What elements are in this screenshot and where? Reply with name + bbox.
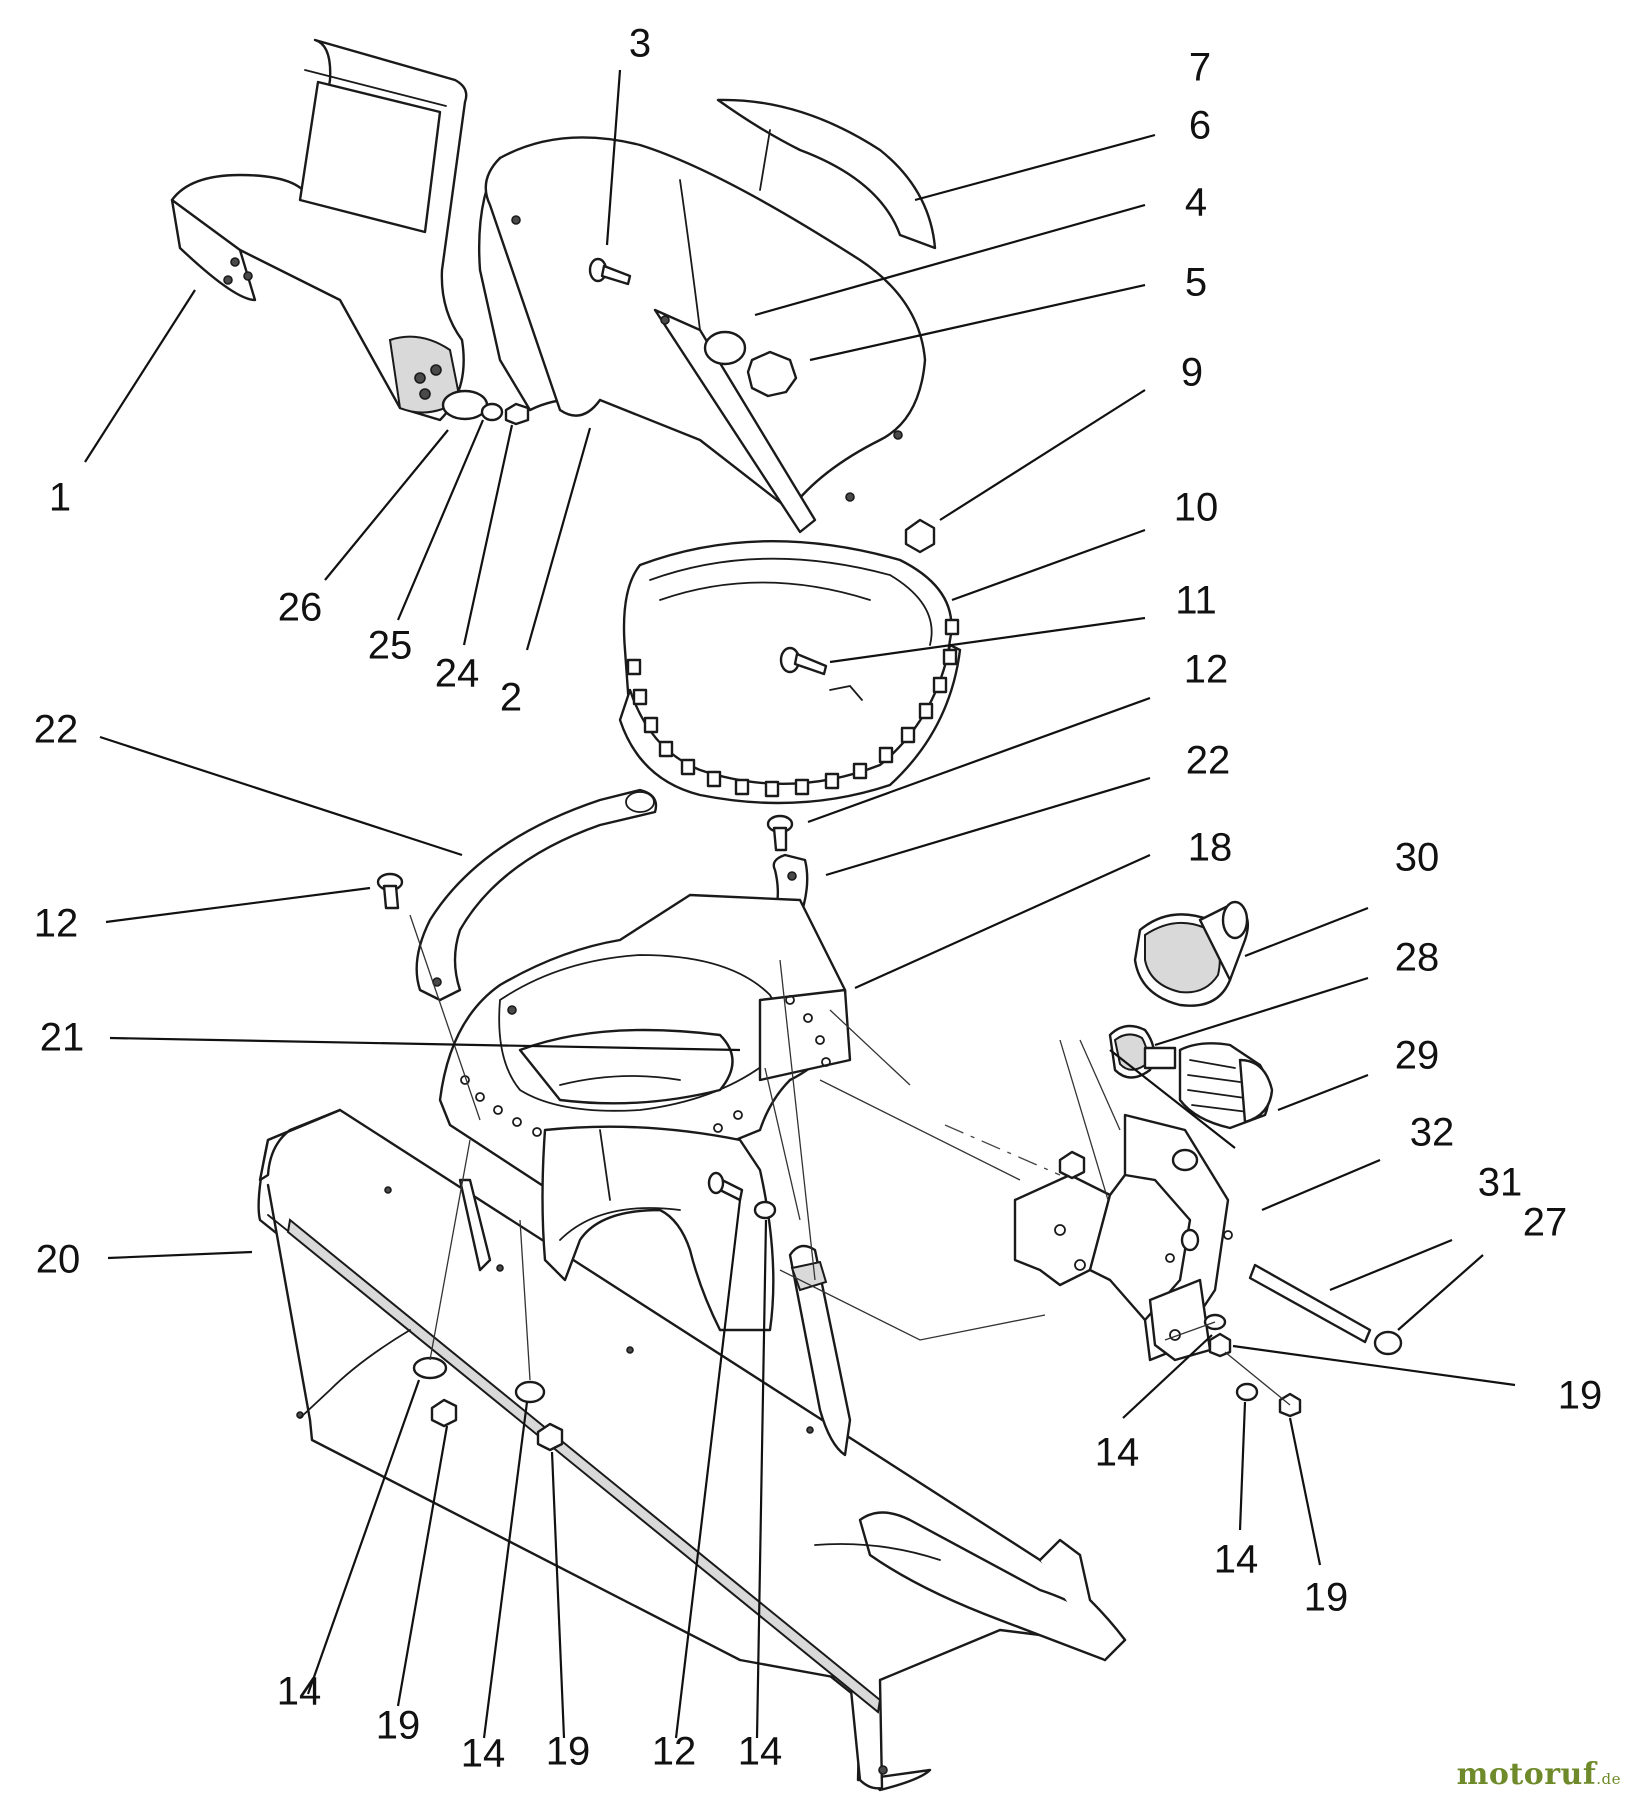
- washer-14-left-a: [412, 1356, 448, 1380]
- callout-14-d: 14: [1095, 1431, 1140, 1475]
- washer-14-center: [753, 1200, 777, 1220]
- callout-12-bottom: 12: [652, 1730, 697, 1774]
- callout-6: 6: [1189, 104, 1211, 148]
- callout-5: 5: [1185, 261, 1207, 305]
- guide-bracket-22-left: [415, 788, 658, 1002]
- callout-19-a: 19: [376, 1704, 421, 1748]
- pinion-28: [1108, 1024, 1177, 1079]
- auger-housing-20: [257, 1108, 1127, 1792]
- callout-1: 1: [49, 476, 71, 520]
- nut-19-right-a: [1208, 1332, 1232, 1358]
- callout-numbers: 1 2 3 4 5 6 7 9 10 11 12 12 12 14 14 14 …: [34, 22, 1603, 1776]
- washer-14-left-b: [514, 1380, 546, 1404]
- callout-27: 27: [1523, 1201, 1568, 1245]
- callout-14-b: 14: [461, 1732, 506, 1776]
- callout-12-top-right: 12: [1184, 648, 1229, 692]
- callout-18: 18: [1188, 826, 1233, 870]
- washer-14-right-b: [1235, 1382, 1259, 1402]
- callout-2: 2: [500, 676, 522, 720]
- chute-ring-gear: [618, 539, 962, 805]
- callout-3: 3: [629, 22, 651, 66]
- callout-22-left: 22: [34, 708, 79, 752]
- leader-lines: [84, 69, 1516, 1739]
- star-washer-5: [746, 350, 798, 398]
- watermark-tld: .de: [1596, 1770, 1621, 1788]
- callout-11: 11: [1175, 579, 1217, 623]
- chute-drum: [477, 136, 927, 534]
- callout-26: 26: [278, 586, 323, 630]
- callout-29: 29: [1395, 1034, 1440, 1078]
- gear-teeth: [626, 618, 960, 798]
- bevel-gear-30: [1133, 900, 1250, 1007]
- cap-27: [1373, 1330, 1403, 1356]
- callout-19-c: 19: [1558, 1374, 1603, 1418]
- callout-20: 20: [36, 1238, 81, 1282]
- callout-19-d: 19: [1304, 1576, 1349, 1620]
- nut-9: [904, 518, 936, 554]
- callout-10: 10: [1174, 486, 1219, 530]
- washer-4: [703, 330, 747, 366]
- nut-19-left-b: [536, 1422, 564, 1452]
- watermark-logo: motoruf.de: [1457, 1757, 1621, 1792]
- callout-24: 24: [435, 652, 480, 696]
- washer-25: [480, 402, 504, 422]
- callout-31: 31: [1478, 1161, 1523, 1205]
- callout-14-a: 14: [277, 1670, 322, 1714]
- callout-25: 25: [368, 624, 413, 668]
- chute-extension-7: [716, 98, 937, 250]
- callout-28: 28: [1395, 936, 1440, 980]
- worm-gear-29: [1178, 1042, 1274, 1130]
- watermark-name: motoruf: [1456, 1757, 1597, 1792]
- chute-extension-6: [759, 129, 771, 191]
- chute-hardware: [441, 389, 530, 426]
- washer-26: [441, 389, 489, 421]
- gear-bracket-32: [1013, 1113, 1233, 1362]
- callout-4: 4: [1185, 181, 1207, 225]
- callout-30: 30: [1395, 836, 1440, 880]
- bolt-12-upper-right: [766, 814, 794, 852]
- assembly-lines: [409, 914, 1291, 1406]
- chute-deflector: [170, 38, 468, 422]
- callout-19-b: 19: [546, 1730, 591, 1774]
- shaft-31: [1248, 1263, 1372, 1344]
- nut-19-left-a: [430, 1398, 458, 1428]
- callout-21: 21: [40, 1016, 85, 1060]
- callout-7: 7: [1189, 46, 1211, 90]
- callout-9: 9: [1181, 351, 1203, 395]
- callout-22-right: 22: [1186, 739, 1231, 783]
- callout-12-left: 12: [34, 902, 79, 946]
- nut-24: [504, 402, 530, 426]
- bolt-3-shank: [600, 264, 632, 286]
- callout-32: 32: [1410, 1111, 1455, 1155]
- callout-14-c: 14: [738, 1730, 783, 1774]
- callout-14-e: 14: [1214, 1538, 1259, 1582]
- bolt-12-upper-left: [376, 872, 404, 910]
- bolt-11-shank: [793, 652, 828, 676]
- bolt-12-lower: [707, 1171, 744, 1202]
